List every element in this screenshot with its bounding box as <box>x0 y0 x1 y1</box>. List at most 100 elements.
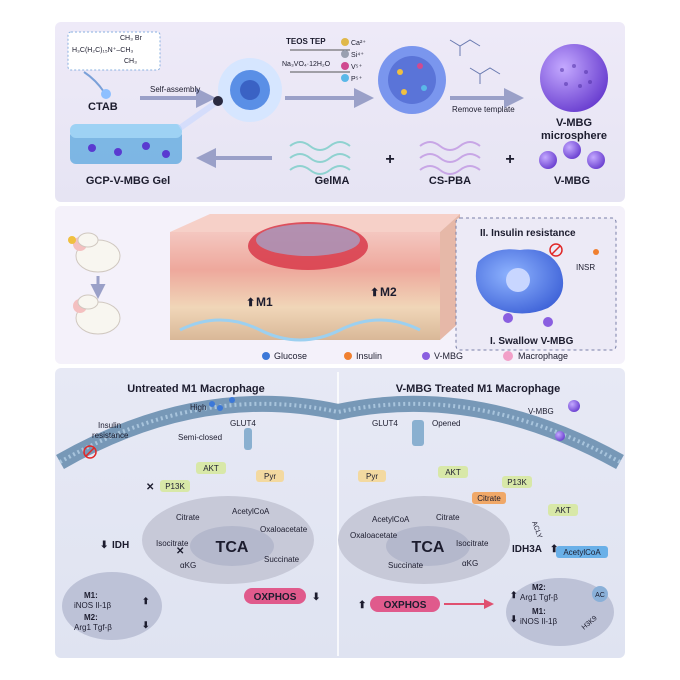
akg-right: αKG <box>462 559 478 568</box>
ctab-formula-bottom: CH₃ <box>124 58 137 65</box>
succinate-left: Succinate <box>264 555 300 564</box>
m2-up-arrow: ⬆ <box>370 287 379 299</box>
mechanism-panel: Untreated M1 Macrophage V-MBG Treated M1… <box>55 368 625 658</box>
light-beam-icon <box>178 101 216 131</box>
legend-vmbg: V-MBG <box>434 351 463 361</box>
idh-down-arrow: ⬇ <box>100 540 108 551</box>
inhibit-x-icon-2: ✕ <box>176 546 184 557</box>
glucose-icon <box>262 352 270 360</box>
m1-left-up-arrow: ⬆ <box>142 596 150 606</box>
vmbg-microsphere-icon <box>540 44 608 112</box>
oxphos-right: OXPHOS <box>384 600 427 611</box>
ctab-tail-icon <box>83 71 105 93</box>
acetylcoa-box <box>556 546 608 558</box>
m2-left: M2: <box>84 613 98 622</box>
skin-wound-icon <box>170 214 460 342</box>
vmbg-particles-icon <box>539 141 605 169</box>
plus-sign-1: + <box>385 151 394 168</box>
right-title: V-MBG Treated M1 Macrophage <box>396 383 560 395</box>
legend-glucose: Glucose <box>274 351 307 361</box>
m2-left-down-arrow: ⬇ <box>142 620 150 630</box>
ion-p: P⁵⁺ <box>351 76 363 83</box>
mouse-icon-2 <box>73 294 121 335</box>
m1-right-down-arrow: ⬇ <box>510 614 518 624</box>
legend: Glucose Insulin V-MBG Macrophage <box>262 351 568 361</box>
pyr-left: Pyr <box>264 472 276 481</box>
succinate-right: Succinate <box>388 561 424 570</box>
glut4-right-icon <box>412 420 424 446</box>
gel-label: GCP-V-MBG Gel <box>86 175 170 187</box>
navo-label: Na₃VO₄·12H₂O <box>282 61 331 68</box>
ion-si: Si⁴⁺ <box>351 52 364 59</box>
semi-closed-label: Semi-closed <box>178 433 222 442</box>
block-icon <box>549 243 563 257</box>
citrate-right: Citrate <box>436 513 460 522</box>
p-ion-icon <box>341 74 349 82</box>
idh3a-up-arrow: ⬆ <box>550 544 558 555</box>
wound-panel: M1 M2 ⬆ ⬆ II. Insulin resistance INSR I.… <box>55 206 625 364</box>
glut4-left-icon <box>244 428 252 450</box>
left-title: Untreated M1 Macrophage <box>127 383 265 395</box>
oxphos-left: OXPHOS <box>254 592 297 603</box>
tca-right: TCA <box>412 539 445 556</box>
akt-right-box <box>438 466 468 478</box>
p13k-right: P13K <box>507 478 527 487</box>
tca-left: TCA <box>216 539 249 556</box>
pyr-right: Pyr <box>366 472 378 481</box>
insulin-resistance-text-2: resistance <box>92 431 129 440</box>
ac-label: AC <box>595 592 605 599</box>
gel-icon <box>70 124 182 164</box>
mouse-icon <box>68 232 121 273</box>
gelma-icon <box>289 141 351 175</box>
p13k-left: P13K <box>165 482 185 491</box>
uv-lamp-icon <box>213 96 223 106</box>
citrate-box <box>472 492 506 504</box>
insr-label: INSR <box>576 263 595 272</box>
akt-right: AKT <box>445 468 461 477</box>
nucleus-right <box>506 578 614 646</box>
template-molecule-icon <box>449 39 501 84</box>
glucose-cluster-icon <box>209 397 235 411</box>
membrane-texture <box>59 401 621 464</box>
insulin-resistance-label: II. Insulin resistance <box>480 228 576 239</box>
m1-right-genes: iNOS Il-1β <box>520 617 557 626</box>
block-slash-icon <box>551 245 561 255</box>
ion-v: V⁵⁺ <box>351 64 363 71</box>
ca-ion-icon <box>341 38 349 46</box>
cspba-label: CS-PBA <box>429 175 471 187</box>
p13k-right-box <box>502 476 532 488</box>
synthesis-panel: CH₃ Br H₃C(H₂C)₁₅N⁺–CH₃ CH₃ CTAB Self-as… <box>55 22 625 202</box>
self-assembly-label: Self-assembly <box>150 85 200 94</box>
citrate-box-label: Citrate <box>477 494 501 503</box>
acetylcoa-right: AcetylCoA <box>372 515 410 524</box>
tca-cycle-right <box>386 526 470 566</box>
microsphere-pores-icon <box>560 64 592 88</box>
m1-right: M1: <box>532 607 546 616</box>
swallow-label: I. Swallow V-MBG <box>490 336 574 347</box>
insulin-dot-icon <box>593 249 599 255</box>
m1-label: M1 <box>256 295 273 309</box>
acetylcoa-box-label: AcetylCoA <box>563 548 601 557</box>
vmbg-dot-icon <box>503 313 513 323</box>
oxaloacetate-right: Oxaloacetate <box>350 531 398 540</box>
plus-sign-2: + <box>505 151 514 168</box>
macrophage-legend-icon <box>503 351 513 361</box>
si-ion-icon <box>341 50 349 58</box>
m2-right-genes: Arg1 Tgf-β <box>520 593 558 602</box>
legend-macrophage: Macrophage <box>518 351 568 361</box>
opened-label: Opened <box>432 419 460 428</box>
vmbg-label: V-MBG <box>554 175 590 187</box>
acetylcoa-left: AcetylCoA <box>232 507 270 516</box>
m2-right: M2: <box>532 583 546 592</box>
remove-template-label: Remove template <box>452 105 515 114</box>
insulin-resistance-text-1: Insulin <box>98 421 121 430</box>
oxphos-down-arrow: ⬇ <box>312 592 320 603</box>
insulin-icon <box>344 352 352 360</box>
cspba-icon <box>419 141 481 175</box>
ctab-head-icon <box>101 89 111 99</box>
vmbg-microsphere-label-2: microsphere <box>541 130 607 142</box>
tca-cycle-left <box>190 526 274 566</box>
ctab-label: CTAB <box>88 101 118 113</box>
vmbg-dot-icon-2 <box>543 317 553 327</box>
